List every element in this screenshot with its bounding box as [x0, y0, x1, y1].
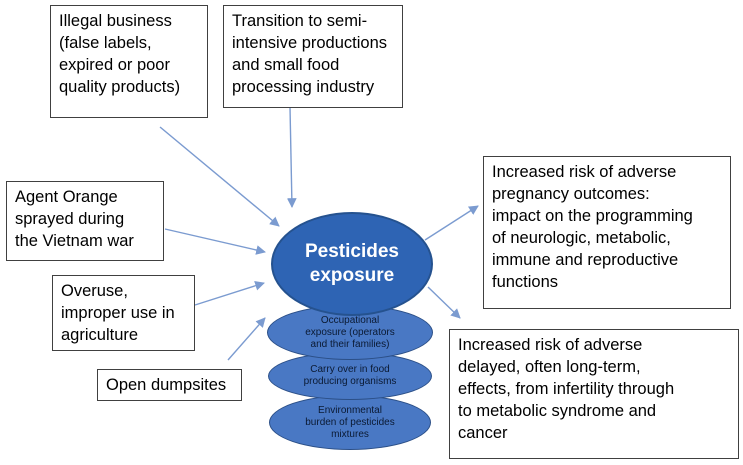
- box-agent-orange: Agent Orange sprayed during the Vietnam …: [6, 181, 164, 261]
- arrow-transition-to-center: [286, 106, 297, 208]
- ellipse-carry-over-text: Carry over in food producing organisms: [303, 364, 397, 387]
- arrow-agent-orange-to-center: [164, 228, 266, 255]
- arrow-overuse-to-center: [194, 281, 265, 306]
- box-transition: Transition to semi- intensive production…: [223, 5, 403, 108]
- ellipse-environmental: Environmental burden of pesticides mixtu…: [269, 395, 431, 450]
- arrow-dumpsites-to-stack: [227, 317, 266, 361]
- box-pregnancy-risk-text: Increased risk of adverse pregnancy outc…: [492, 163, 693, 291]
- box-overuse-text: Overuse, improper use in agriculture: [61, 282, 175, 344]
- arrow-center-to-delayed: [427, 286, 461, 319]
- box-transition-text: Transition to semi- intensive production…: [232, 12, 388, 96]
- ellipse-occupational-text: Occupational exposure (operators and the…: [305, 314, 395, 350]
- box-illegal-business-text: Illegal business (false labels, expired …: [59, 12, 181, 96]
- center-label: Pesticides exposure: [305, 241, 399, 286]
- box-agent-orange-text: Agent Orange sprayed during the Vietnam …: [15, 188, 134, 250]
- box-overuse: Overuse, improper use in agriculture: [52, 275, 195, 351]
- box-open-dumpsites: Open dumpsites: [97, 369, 242, 401]
- box-pregnancy-risk: Increased risk of adverse pregnancy outc…: [483, 156, 731, 309]
- arrow-center-to-pregnancy: [424, 205, 479, 241]
- ellipse-environmental-text: Environmental burden of pesticides mixtu…: [305, 404, 395, 440]
- box-illegal-business: Illegal business (false labels, expired …: [50, 5, 208, 118]
- box-delayed-risk: Increased risk of adverse delayed, often…: [449, 329, 739, 459]
- box-delayed-risk-text: Increased risk of adverse delayed, often…: [458, 336, 675, 442]
- box-open-dumpsites-text: Open dumpsites: [106, 376, 227, 394]
- arrow-illegal-to-center: [159, 126, 280, 227]
- ellipse-pesticides-exposure: Pesticides exposure: [271, 212, 433, 316]
